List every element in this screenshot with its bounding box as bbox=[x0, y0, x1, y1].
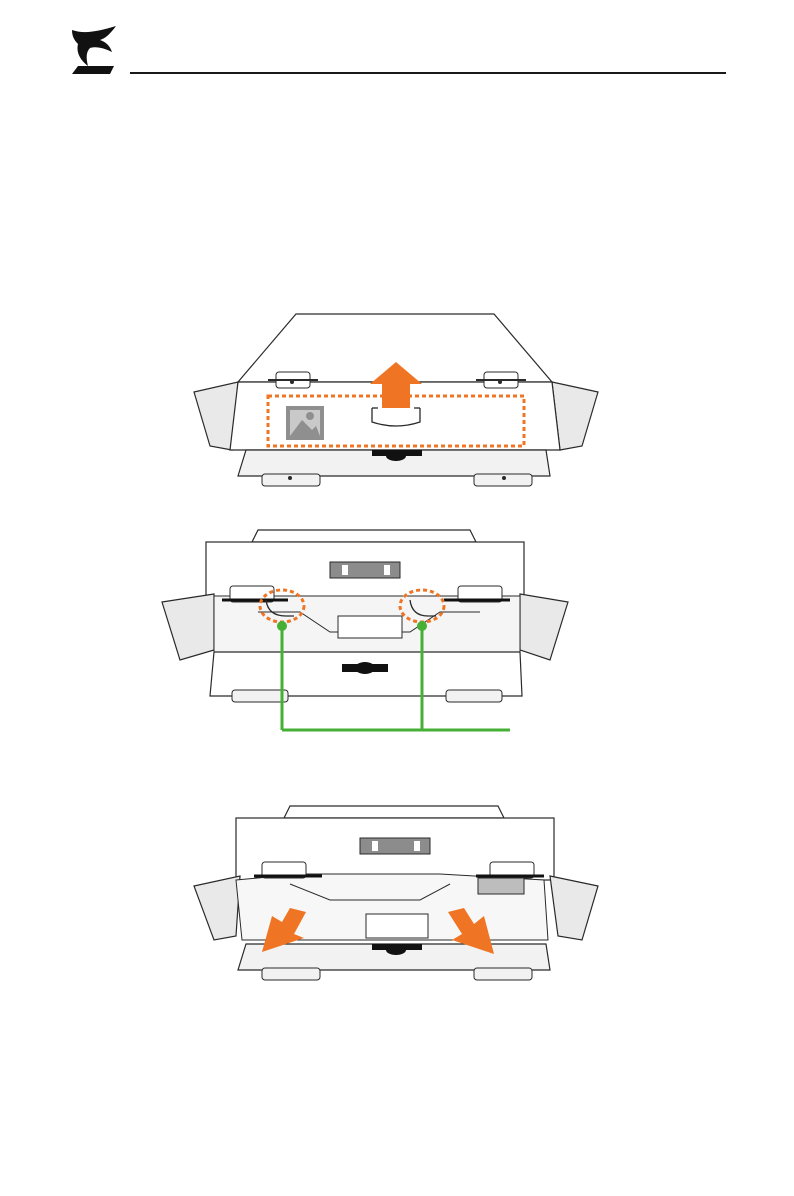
aorus-logo bbox=[66, 24, 122, 78]
figure-pull-out bbox=[0, 800, 794, 995]
front-tray bbox=[210, 652, 522, 696]
page-header bbox=[0, 0, 794, 90]
header-rule bbox=[130, 72, 726, 74]
handle-callout-illustration bbox=[0, 520, 794, 750]
figure-open-box bbox=[0, 300, 794, 500]
pull-out-illustration bbox=[0, 800, 794, 995]
figure-handle-callouts bbox=[0, 520, 794, 750]
picture-icon bbox=[286, 406, 324, 440]
open-box-illustration bbox=[0, 300, 794, 500]
